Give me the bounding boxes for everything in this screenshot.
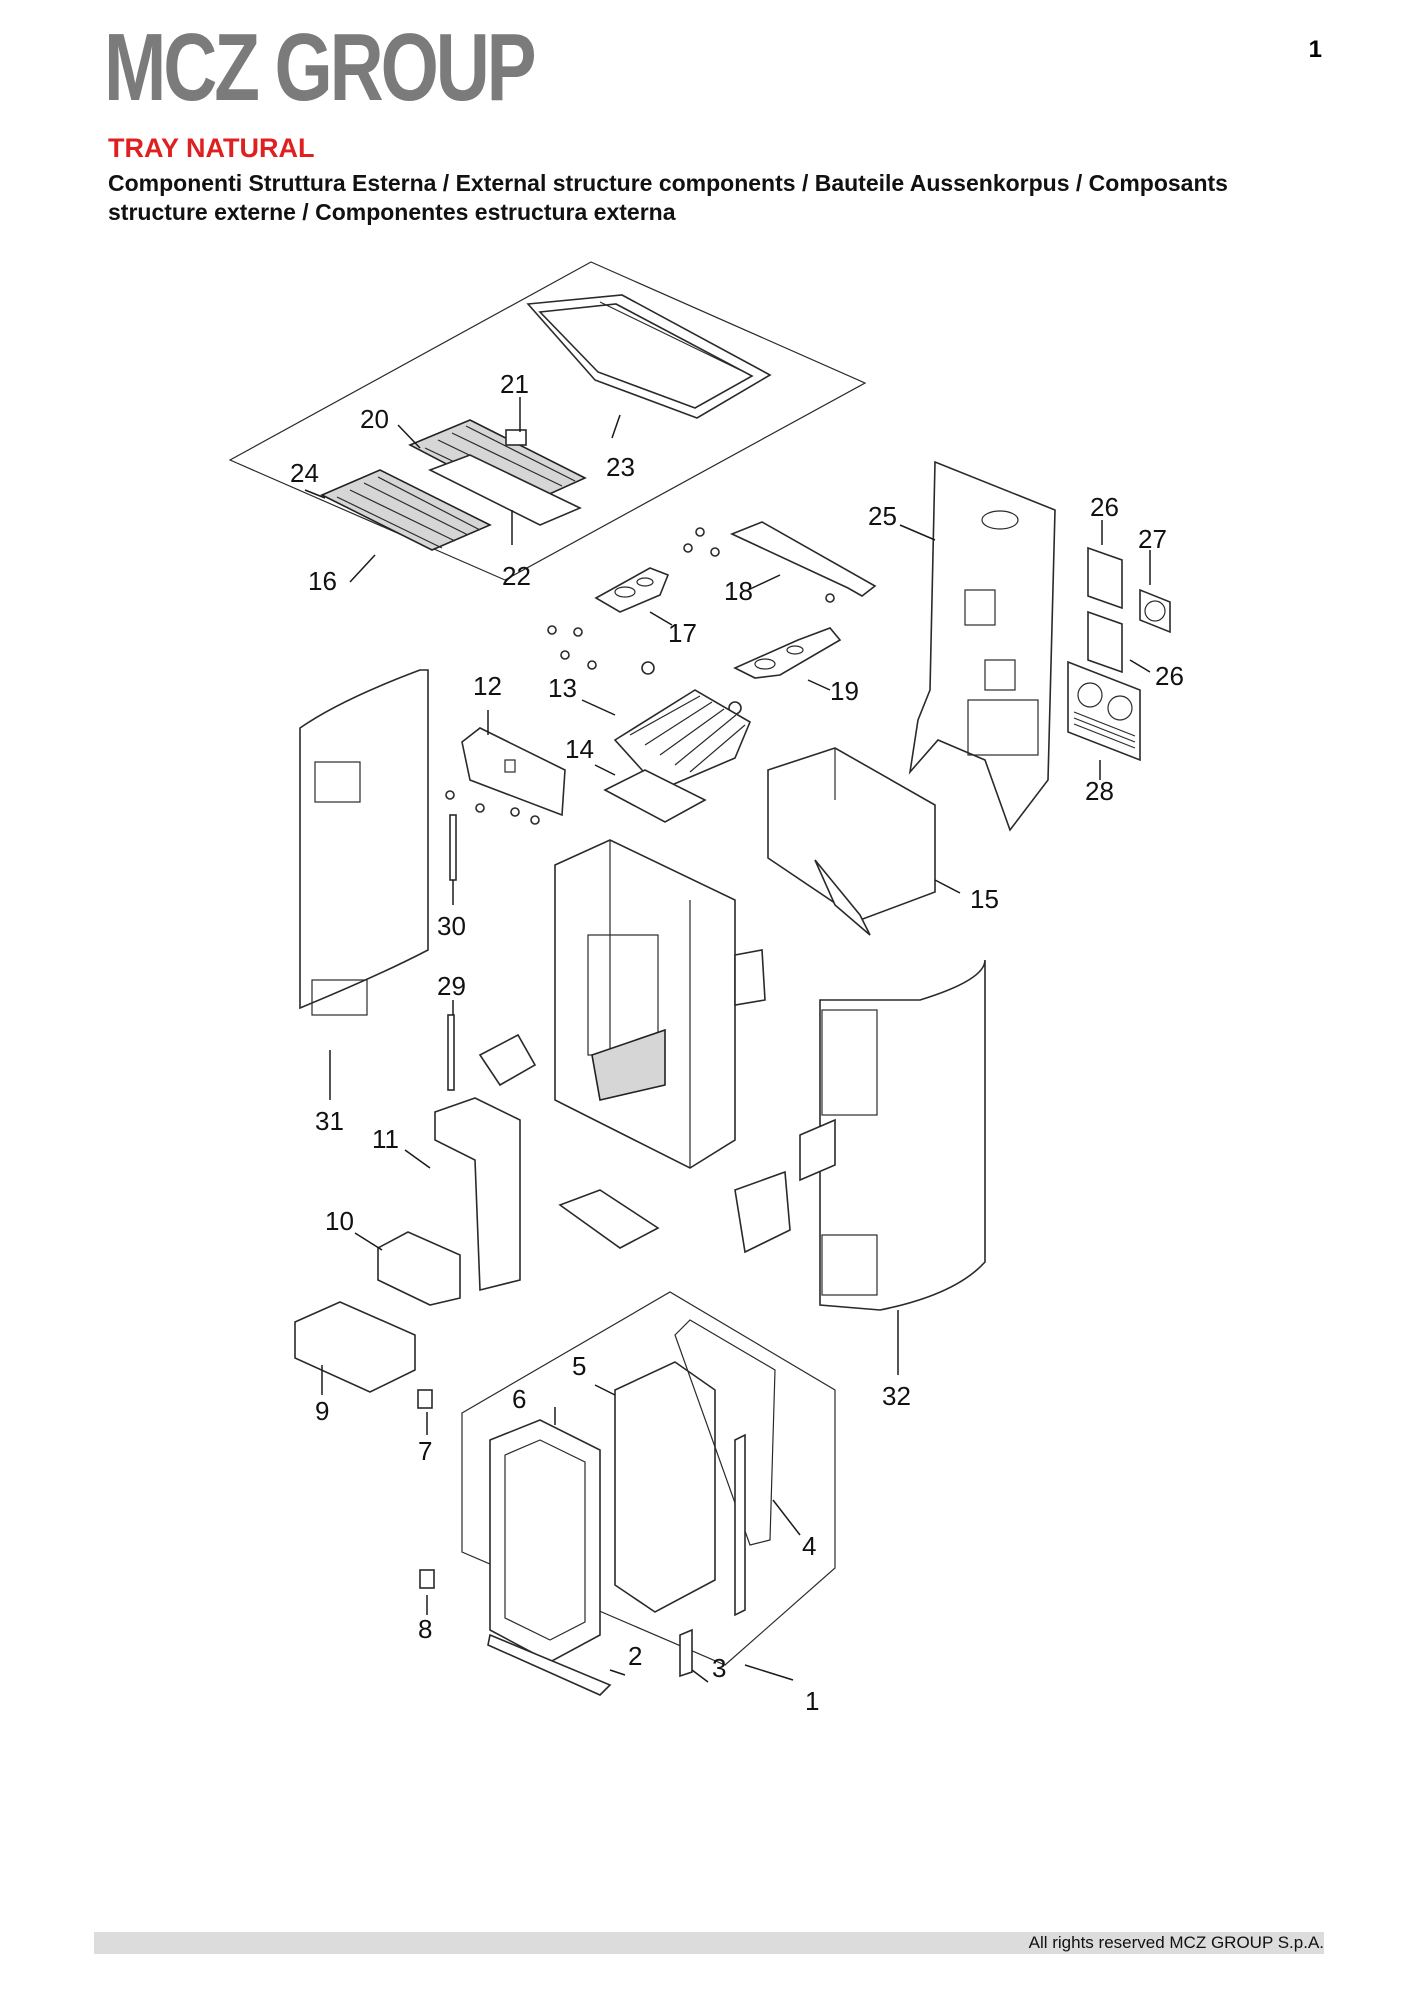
callout-13: 13 — [548, 673, 577, 703]
part-9-ash-drawer — [294, 1301, 416, 1393]
small-plate-left — [478, 1033, 537, 1087]
callout-24: 24 — [290, 458, 319, 488]
callout-4: 4 — [802, 1531, 816, 1561]
callout-19: 19 — [830, 676, 859, 706]
callout-1: 1 — [805, 1686, 819, 1716]
part-24-grate — [320, 469, 492, 551]
part-31-left-side-panel — [299, 669, 429, 1016]
callout-6: 6 — [512, 1384, 526, 1414]
callout-27: 27 — [1138, 524, 1167, 554]
document-title: TRAY NATURAL — [108, 133, 315, 163]
callout-25: 25 — [868, 501, 897, 531]
callout-31: 31 — [315, 1106, 344, 1136]
mcz-group-logo: MCZ GROUP — [104, 14, 537, 121]
leader-lines — [304, 397, 1151, 1683]
callout-20: 20 — [360, 404, 389, 434]
part-4-strip — [734, 1433, 746, 1617]
callout-18: 18 — [724, 576, 753, 606]
part-30-bar — [449, 814, 457, 881]
small-plate-right — [799, 1118, 836, 1182]
callout-10: 10 — [325, 1206, 354, 1236]
callout-23: 23 — [606, 452, 635, 482]
part-23-tray — [526, 294, 772, 419]
part-10-burn-pot — [377, 1231, 461, 1306]
footer-copyright: All rights reserved MCZ GROUP S.p.A. — [1028, 1933, 1324, 1952]
part-7-clip — [417, 1389, 433, 1409]
callout-8: 8 — [418, 1614, 432, 1644]
document-subtitle: Componenti Struttura Esterna / External … — [108, 170, 1228, 225]
callout-29: 29 — [437, 971, 466, 1001]
callout-22: 22 — [502, 561, 531, 591]
part-11-ash-box — [434, 1097, 521, 1292]
part-28-grille — [1067, 660, 1141, 762]
part-22-gasket — [428, 454, 582, 526]
part-18-plate — [729, 521, 877, 597]
part-5-glass — [614, 1361, 716, 1613]
callout-12: 12 — [473, 671, 502, 701]
callout-26-upper: 26 — [1090, 492, 1119, 522]
part-2-bottom-bar — [487, 1633, 612, 1696]
callout-11: 11 — [372, 1124, 399, 1154]
footer-bar — [94, 1932, 1324, 1954]
callout-26-lower: 26 — [1155, 661, 1184, 691]
part-17-bracket — [594, 567, 670, 613]
part-15-hopper — [767, 747, 936, 936]
callout-17: 17 — [668, 618, 697, 648]
callout-5: 5 — [572, 1351, 586, 1381]
part-26-cover-upper — [1087, 546, 1123, 610]
part-25-back-panel — [908, 460, 1056, 832]
page-number: 1 — [1308, 36, 1322, 63]
part-3-bracket — [679, 1628, 693, 1678]
part-19-bracket — [733, 627, 842, 679]
callout-3: 3 — [712, 1653, 726, 1683]
callout-9: 9 — [315, 1396, 329, 1426]
callout-21: 21 — [500, 369, 529, 399]
part-8-clip — [419, 1569, 435, 1589]
callout-32: 32 — [882, 1381, 911, 1411]
main-frame — [554, 839, 766, 1169]
part-26-cover-lower — [1087, 610, 1123, 674]
door-parts-plane — [461, 1291, 836, 1666]
callout-30: 30 — [437, 911, 466, 941]
callout-14: 14 — [565, 734, 594, 764]
small-plate-front — [734, 1170, 791, 1254]
callout-28: 28 — [1085, 776, 1114, 806]
bottom-tray-plate — [558, 1189, 660, 1249]
part-14-gasket — [603, 769, 707, 823]
callout-15: 15 — [970, 884, 999, 914]
callout-7: 7 — [418, 1436, 432, 1466]
callout-labels: 1 2 3 4 5 6 7 8 9 10 11 12 13 14 15 16 1… — [290, 369, 1184, 1716]
callout-16: 16 — [308, 566, 337, 596]
part-6-door-frame — [489, 1419, 601, 1663]
part-27-flange — [1139, 588, 1171, 634]
part-12-plate — [461, 727, 566, 817]
part-32-right-side-panel — [819, 959, 986, 1311]
part-29-bar — [447, 1014, 455, 1091]
callout-2: 2 — [628, 1641, 642, 1671]
